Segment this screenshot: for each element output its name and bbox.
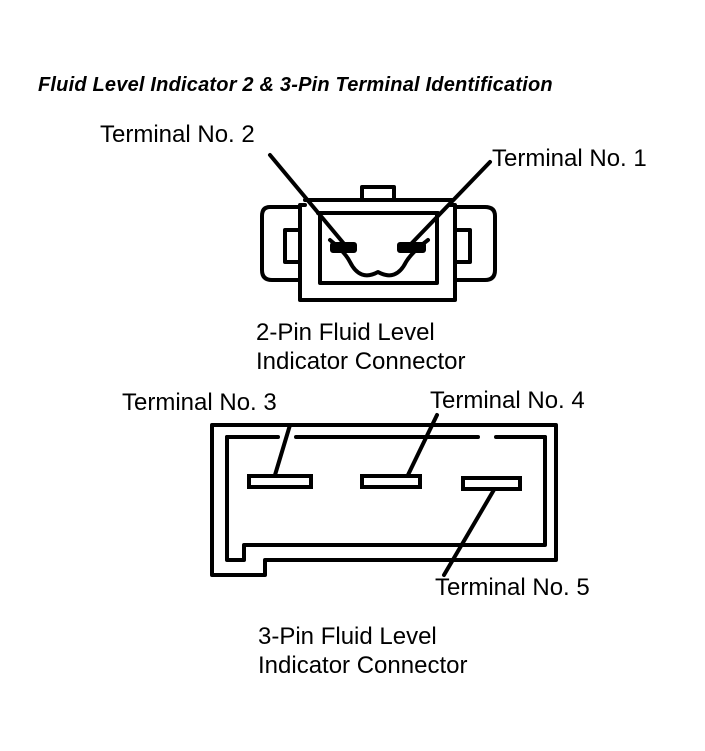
three-pin-caption-line2: Indicator Connector (258, 652, 468, 679)
terminal-1-label: Terminal No. 1 (492, 145, 647, 172)
three-pin-inner-lip (225, 435, 547, 562)
three-pin-connector (210, 413, 558, 577)
two-pin-caption-line1: 2-Pin Fluid Level (256, 319, 435, 346)
terminal-2-leader (268, 153, 347, 247)
two-pin-right-ear-inner (453, 228, 472, 264)
three-pin-outer-body (210, 423, 558, 577)
three-pin-terminal-3 (247, 474, 313, 489)
two-pin-terminal-2 (330, 242, 357, 253)
two-pin-left-ear-inner (283, 228, 302, 264)
three-pin-caption-line1: 3-Pin Fluid Level (258, 623, 437, 650)
terminal-5-label: Terminal No. 5 (435, 574, 590, 601)
terminal-4-leader (405, 413, 439, 479)
terminal-5-leader (442, 486, 497, 577)
terminal-3-leader (273, 423, 292, 477)
two-pin-connector-caption: 2-Pin Fluid Level Indicator Connector (256, 318, 465, 376)
terminal-2-label: Terminal No. 2 (100, 121, 255, 148)
two-pin-terminal-1 (397, 242, 426, 253)
terminal-1-leader (408, 160, 492, 247)
two-pin-caption-line2: Indicator Connector (256, 348, 466, 375)
three-pin-terminal-5 (461, 476, 522, 491)
two-pin-latch (360, 185, 396, 202)
three-pin-connector-caption: 3-Pin Fluid Level Indicator Connector (258, 622, 467, 680)
two-pin-left-ear (260, 205, 302, 282)
two-pin-keyway (328, 238, 430, 278)
diagram-title: Fluid Level Indicator 2 & 3-Pin Terminal… (38, 74, 553, 96)
two-pin-outer-body (298, 203, 457, 302)
three-pin-terminal-4 (360, 474, 422, 489)
two-pin-right-ear (453, 205, 497, 282)
terminal-3-label: Terminal No. 3 (122, 389, 277, 416)
two-pin-inner-cavity (316, 211, 440, 285)
two-pin-connector (260, 153, 497, 302)
terminal-4-label: Terminal No. 4 (430, 387, 585, 414)
